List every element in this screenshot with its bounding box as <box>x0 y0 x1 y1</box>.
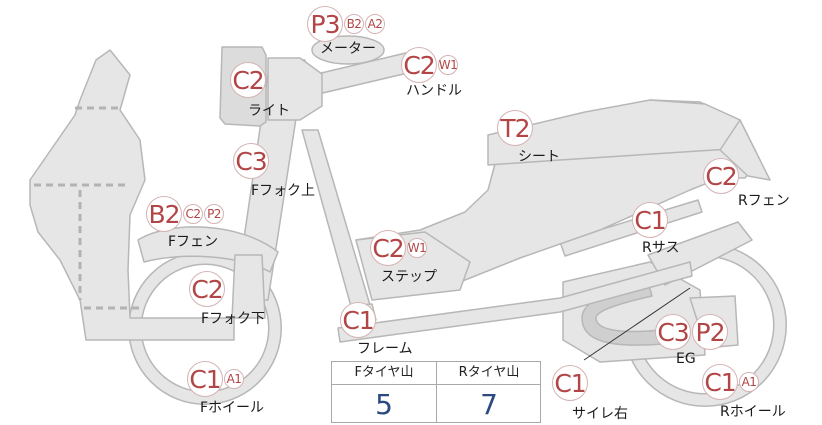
step-codes: C2 W1 <box>370 230 427 266</box>
muffler-leader-line <box>583 287 691 361</box>
rear-tread-header: Rタイヤ山 <box>458 365 520 380</box>
code-badge: C2 <box>401 47 437 83</box>
frame-label: フレーム <box>357 341 413 357</box>
f-fender-codes: B2 C2 P2 <box>146 196 224 232</box>
code-badge: W1 <box>438 55 458 75</box>
code-badge: A1 <box>224 369 244 389</box>
code-badge: C3 <box>233 143 269 179</box>
front-tread-value: 5 <box>375 388 393 421</box>
headlight-shape <box>267 57 323 121</box>
code-badge: B2 <box>146 196 182 232</box>
fork-lower-codes: C2 <box>189 271 225 307</box>
meter-shape <box>311 35 385 65</box>
front-tread-header: Fタイヤ山 <box>354 365 414 380</box>
light-codes: C2 <box>230 62 266 98</box>
rear-fender-shape <box>719 119 771 181</box>
step-label: ステップ <box>381 269 437 285</box>
r-fender-codes: C2 <box>703 158 739 194</box>
code-badge: A1 <box>739 372 759 392</box>
table-divider <box>436 362 437 422</box>
tire-tread-table: Fタイヤ山 Rタイヤ山 5 7 <box>331 361 541 423</box>
code-badge: P2 <box>204 204 224 224</box>
code-badge: C2 <box>189 271 225 307</box>
handle-codes: C2 W1 <box>401 47 458 83</box>
fork-lower-label: Fフォク下 <box>201 311 266 327</box>
front-fork-lower-shape <box>231 254 266 319</box>
r-sus-codes: C1 <box>632 202 668 238</box>
muffler-label: サイレ右 <box>572 406 628 422</box>
code-badge: C2 <box>370 230 406 266</box>
fork-upper-label: Fフォク上 <box>251 183 316 199</box>
meter-codes: P3 B2 A2 <box>307 6 385 42</box>
meter-label: メーター <box>320 41 376 57</box>
code-badge: W1 <box>407 238 427 258</box>
frame-shape <box>337 261 693 343</box>
code-badge: C2 <box>230 62 266 98</box>
rear-tread-value: 7 <box>480 388 498 421</box>
r-fender-label: Rフェン <box>738 193 790 209</box>
code-badge: C3 <box>655 314 691 350</box>
fork-upper-codes: C3 <box>233 143 269 179</box>
seat-label: シート <box>518 149 560 165</box>
code-badge: C1 <box>552 365 588 401</box>
handle-label: ハンドル <box>406 83 462 99</box>
light-label: ライト <box>248 103 290 119</box>
code-badge: C1 <box>702 364 738 400</box>
code-badge: P3 <box>307 6 343 42</box>
f-wheel-codes: C1 A1 <box>187 361 244 397</box>
f-wheel-label: Fホイール <box>200 400 265 416</box>
eg-label: EG <box>676 351 696 367</box>
code-badge: C1 <box>187 361 223 397</box>
muffler-codes: C1 <box>552 365 588 401</box>
code-badge: C2 <box>703 158 739 194</box>
eg-codes: C3 P2 <box>655 314 728 350</box>
frame-codes: C1 <box>340 302 376 338</box>
r-wheel-label: Rホイール <box>720 404 786 420</box>
code-badge: B2 <box>344 14 364 34</box>
code-badge: T2 <box>497 110 533 146</box>
code-badge: A2 <box>365 14 385 34</box>
code-badge: C2 <box>183 204 203 224</box>
r-sus-label: Rサス <box>642 240 680 256</box>
code-badge: C1 <box>632 202 668 238</box>
r-wheel-codes: C1 A1 <box>702 364 759 400</box>
f-fender-label: Fフェン <box>168 234 219 250</box>
code-badge: P2 <box>692 314 728 350</box>
seat-codes: T2 <box>497 110 533 146</box>
code-badge: C1 <box>340 302 376 338</box>
